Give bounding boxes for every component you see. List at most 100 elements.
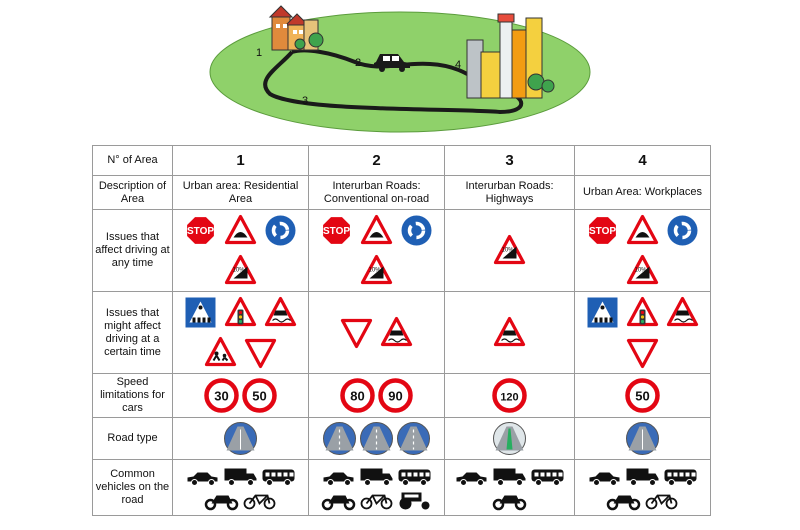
point-label-2: 2 bbox=[355, 57, 361, 69]
roundabout-icon bbox=[401, 215, 432, 246]
svg-text:120: 120 bbox=[500, 392, 518, 404]
point-label-4: 4 bbox=[455, 59, 461, 71]
urban-road-icon bbox=[626, 422, 659, 455]
traffic-light-icon bbox=[224, 296, 257, 327]
children-crossing-icon bbox=[204, 336, 237, 367]
pedestrian-crossing-icon bbox=[185, 297, 216, 328]
highway-road-icon bbox=[493, 422, 526, 455]
truck-icon bbox=[626, 468, 659, 486]
steep-hill-icon: 10% bbox=[493, 234, 526, 265]
city-buildings bbox=[466, 13, 555, 99]
bicycle-icon bbox=[360, 494, 393, 510]
speed-cell: 30 50 bbox=[172, 373, 309, 418]
area-comparison-table: N° of Area 1 2 3 4 Description of Area U… bbox=[92, 145, 711, 516]
car-icon bbox=[456, 472, 487, 486]
certain-time-cell bbox=[172, 291, 309, 374]
svg-text:10%: 10% bbox=[368, 268, 381, 274]
road-type-cell bbox=[172, 417, 309, 460]
yield-icon bbox=[340, 318, 373, 349]
speed-limit-30-icon: 30 bbox=[204, 378, 239, 413]
road-type-cell bbox=[574, 417, 711, 460]
vehicles-cell bbox=[444, 459, 575, 516]
scene-illustration: 1 2 3 4 bbox=[209, 5, 591, 133]
area-description: Interurban Roads: Highways bbox=[444, 175, 575, 210]
roundabout-icon bbox=[667, 215, 698, 246]
stop-icon: STOP bbox=[588, 216, 617, 245]
steep-hill-icon: 10% bbox=[360, 254, 393, 285]
motorbike-icon bbox=[606, 495, 641, 511]
two-lane-road-icon bbox=[397, 422, 430, 455]
point-label-3: 3 bbox=[302, 95, 308, 107]
slippery-road-icon bbox=[666, 296, 699, 327]
car-icon bbox=[589, 472, 620, 486]
row-label-any-time: Issues that affect driving at any time bbox=[92, 209, 173, 292]
speed-bump-icon bbox=[626, 214, 659, 245]
certain-time-cell bbox=[308, 291, 445, 374]
row-label-speed: Speed limitations for cars bbox=[92, 373, 173, 418]
speed-bump-icon bbox=[224, 214, 257, 245]
motorbike-icon bbox=[204, 495, 239, 511]
steep-hill-icon: 10% bbox=[224, 254, 257, 285]
svg-text:90: 90 bbox=[388, 389, 402, 404]
bus-icon bbox=[531, 469, 564, 486]
speed-limit-120-icon: 120 bbox=[492, 378, 527, 413]
roundabout-icon bbox=[265, 215, 296, 246]
svg-text:10%: 10% bbox=[501, 248, 514, 254]
point-label-1: 1 bbox=[256, 47, 262, 59]
slippery-road-icon bbox=[380, 316, 413, 347]
bicycle-icon bbox=[243, 494, 276, 510]
any-time-cell: STOP 10% bbox=[172, 209, 309, 292]
speed-cell: 80 90 bbox=[308, 373, 445, 418]
truck-icon bbox=[493, 468, 526, 486]
any-time-cell: STOP 10% bbox=[308, 209, 445, 292]
corner-header: N° of Area bbox=[92, 145, 173, 176]
svg-text:STOP: STOP bbox=[589, 226, 616, 237]
svg-text:STOP: STOP bbox=[323, 226, 350, 237]
speed-cell: 120 bbox=[444, 373, 575, 418]
truck-icon bbox=[224, 468, 257, 486]
road-type-cell bbox=[308, 417, 445, 460]
speed-limit-80-icon: 80 bbox=[340, 378, 375, 413]
area-description: Interurban Roads: Conventional on-road bbox=[308, 175, 445, 210]
speed-cell: 50 bbox=[574, 373, 711, 418]
row-label-description: Description of Area bbox=[92, 175, 173, 210]
pedestrian-crossing-icon bbox=[587, 297, 618, 328]
yield-icon bbox=[626, 338, 659, 369]
steep-hill-icon: 10% bbox=[626, 254, 659, 285]
stop-icon: STOP bbox=[186, 216, 215, 245]
speed-limit-50-icon: 50 bbox=[242, 378, 277, 413]
two-lane-road-icon bbox=[323, 422, 356, 455]
area-description: Urban Area: Workplaces bbox=[574, 175, 711, 210]
road-type-cell bbox=[444, 417, 575, 460]
area-number: 2 bbox=[308, 145, 445, 176]
svg-text:10%: 10% bbox=[634, 268, 647, 274]
motorbike-icon bbox=[321, 495, 356, 511]
any-time-cell: STOP 10% bbox=[574, 209, 711, 292]
certain-time-cell bbox=[574, 291, 711, 374]
svg-text:10%: 10% bbox=[232, 268, 245, 274]
area-number: 1 bbox=[172, 145, 309, 176]
bus-icon bbox=[262, 469, 295, 486]
bus-icon bbox=[664, 469, 697, 486]
vehicles-cell bbox=[574, 459, 711, 516]
area-number: 3 bbox=[444, 145, 575, 176]
slippery-road-icon bbox=[264, 296, 297, 327]
stop-icon: STOP bbox=[322, 216, 351, 245]
speed-limit-90-icon: 90 bbox=[378, 378, 413, 413]
svg-text:30: 30 bbox=[214, 389, 228, 404]
truck-icon bbox=[360, 468, 393, 486]
area-description: Urban area: Residential Area bbox=[172, 175, 309, 210]
bus-icon bbox=[398, 469, 431, 486]
vehicles-cell bbox=[308, 459, 445, 516]
any-time-cell: 10% bbox=[444, 209, 575, 292]
motorbike-icon bbox=[492, 495, 527, 511]
row-label-road-type: Road type bbox=[92, 417, 173, 460]
speed-bump-icon bbox=[360, 214, 393, 245]
car-icon bbox=[374, 54, 410, 72]
car-icon bbox=[187, 472, 218, 486]
yield-icon bbox=[244, 338, 277, 369]
tractor-icon bbox=[399, 492, 430, 510]
bicycle-icon bbox=[645, 494, 678, 510]
svg-text:50: 50 bbox=[635, 389, 649, 404]
two-lane-road-icon bbox=[360, 422, 393, 455]
